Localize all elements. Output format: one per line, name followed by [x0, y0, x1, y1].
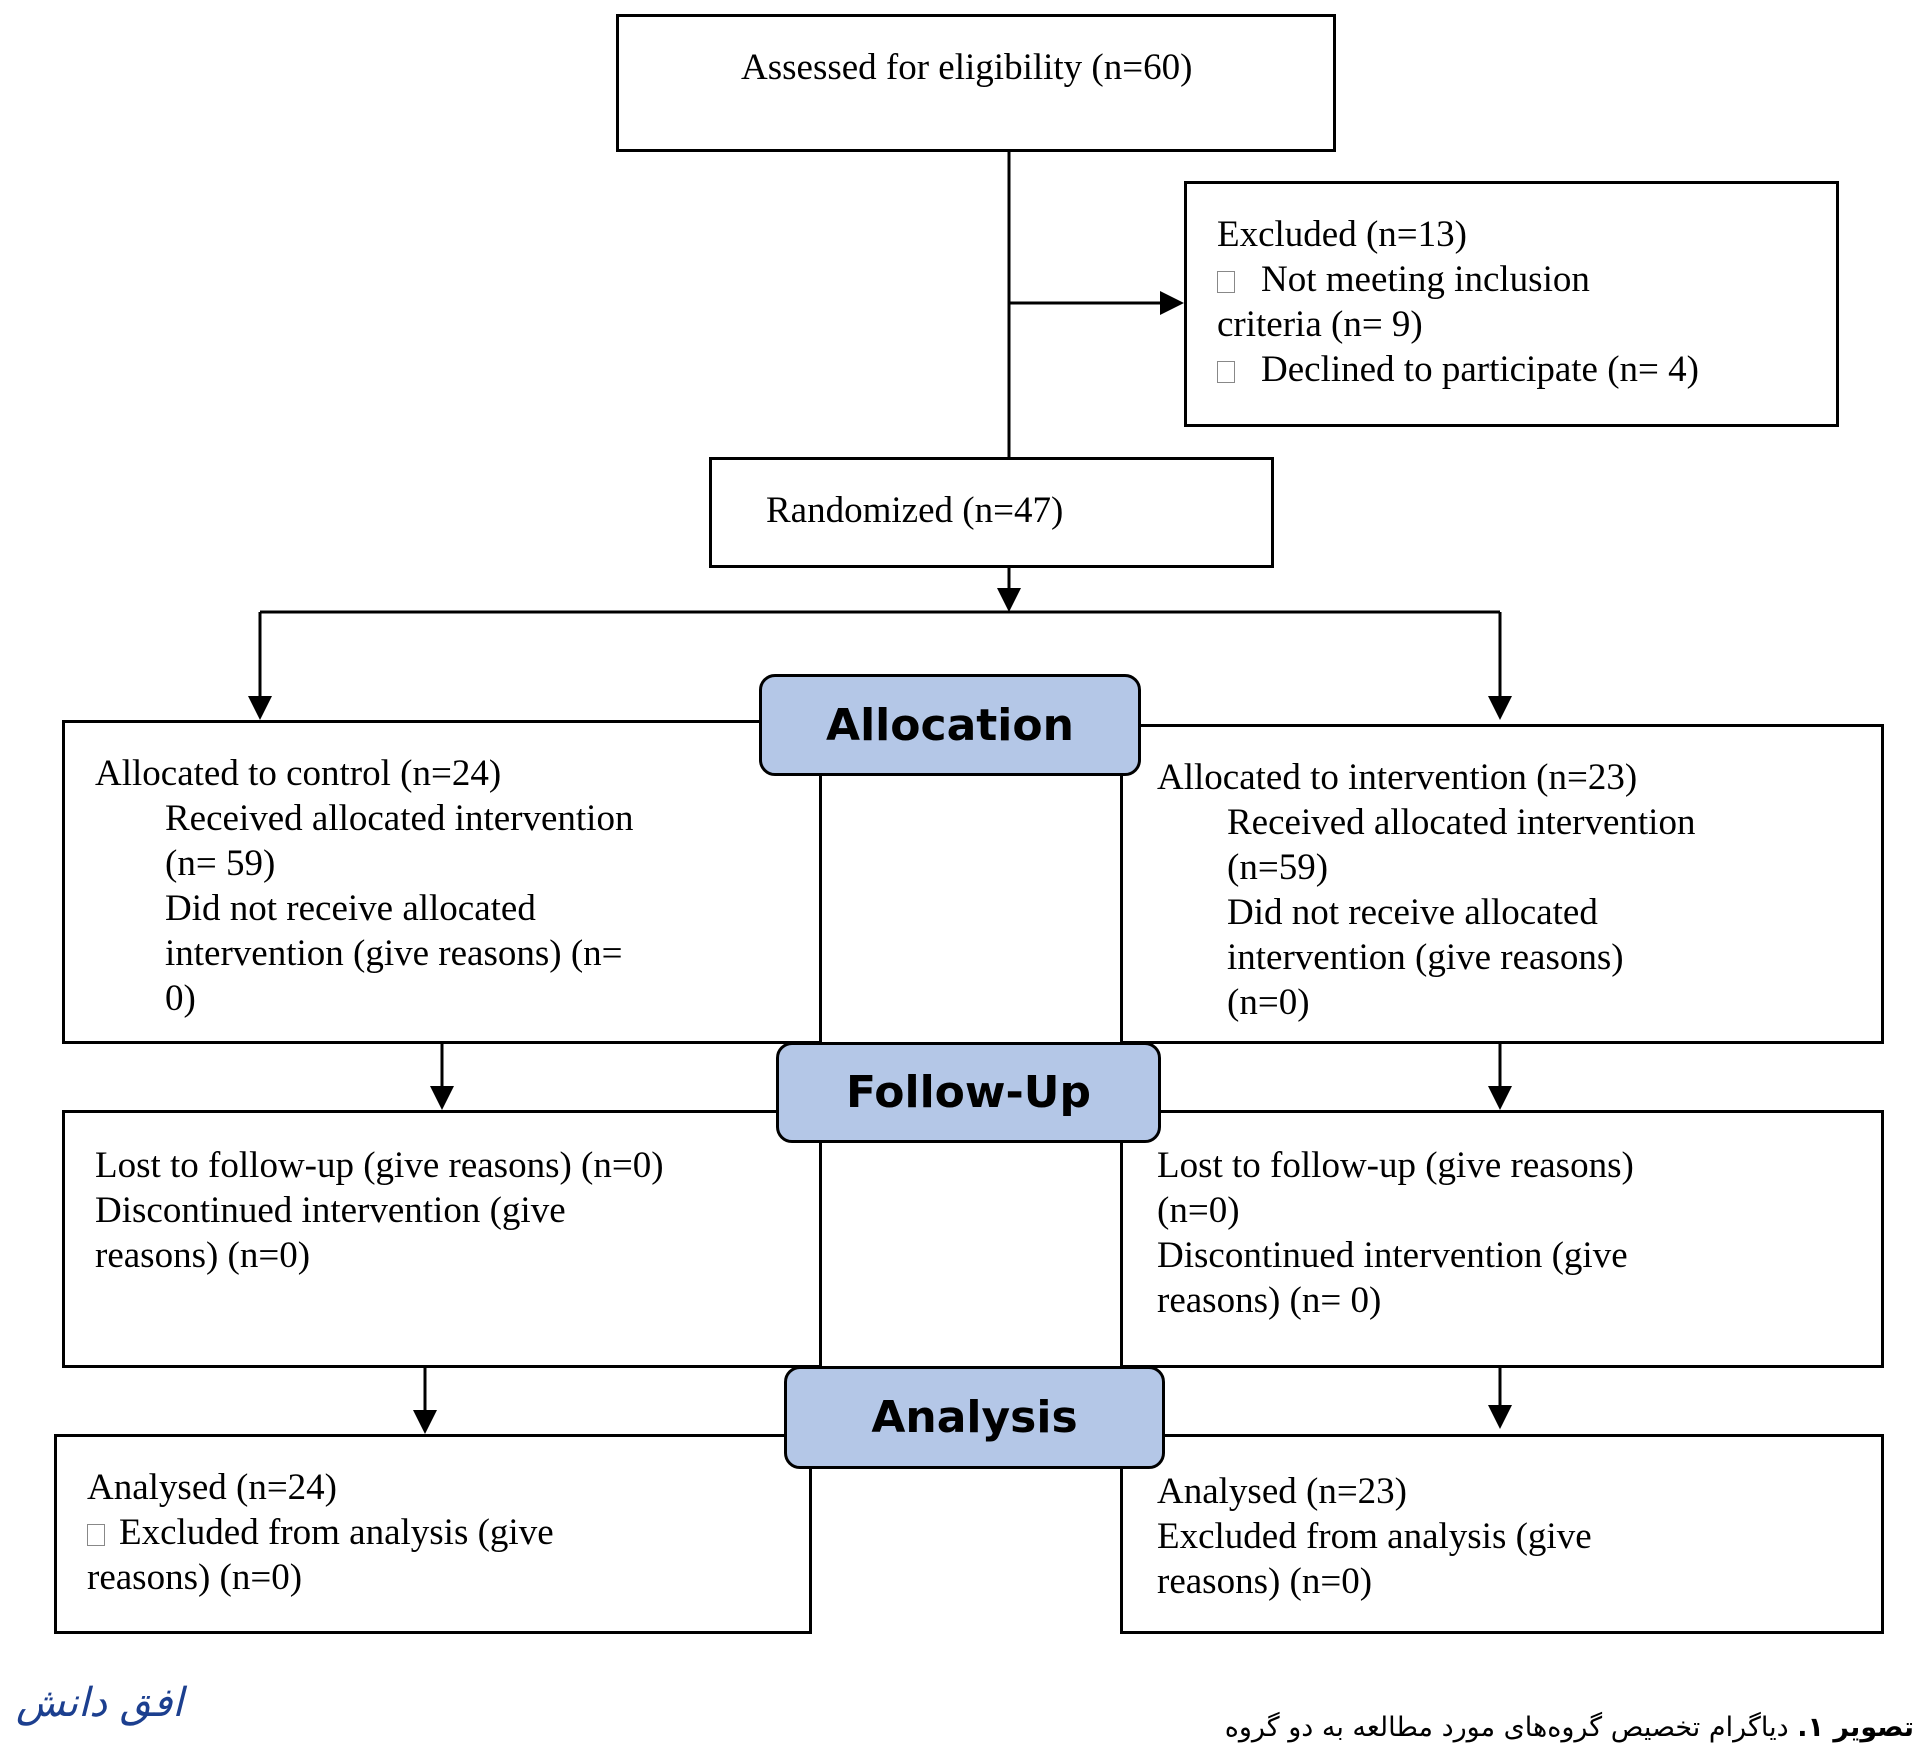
- received-intervention-control: Received allocated intervention: [165, 798, 634, 839]
- stage-analysis: Analysis: [784, 1366, 1165, 1469]
- figure-caption-label: تصویر ۱.: [1797, 1712, 1914, 1743]
- eligibility-box: Assessed for eligibility (n=60): [616, 14, 1336, 152]
- excluded-reason-declined: Declined to participate (n= 4): [1217, 347, 1836, 392]
- allocated-control: Allocated to control (n=24): [95, 753, 502, 794]
- analysed-intervention: Analysed (n=23): [1157, 1471, 1408, 1512]
- checkbox-icon: [1217, 361, 1235, 383]
- discontinued-control: Discontinued intervention (give: [95, 1190, 566, 1231]
- eligibility-text: Assessed for eligibility (n=60): [741, 47, 1193, 88]
- excluded-analysis-count-control: reasons) (n=0): [87, 1557, 303, 1598]
- stage-followup: Follow-Up: [776, 1042, 1161, 1143]
- discontinued-count-intervention: reasons) (n= 0): [1157, 1280, 1382, 1321]
- arrowhead-alloc-intervention: [1488, 696, 1512, 720]
- allocation-intervention-box: Allocated to intervention (n=23) Receive…: [1120, 724, 1884, 1044]
- received-count-control: (n= 59): [165, 843, 276, 884]
- randomized-box: Randomized (n=47): [709, 457, 1274, 568]
- discontinued-intervention: Discontinued intervention (give: [1157, 1235, 1628, 1276]
- allocation-control-box: Allocated to control (n=24) Received all…: [62, 720, 822, 1044]
- excluded-title: Excluded (n=13): [1217, 214, 1467, 255]
- allocated-intervention: Allocated to intervention (n=23): [1157, 757, 1638, 798]
- received-count-intervention: (n=59): [1227, 847, 1329, 888]
- lost-followup-count-intervention: (n=0): [1157, 1190, 1240, 1231]
- arrowhead-analysis-control: [413, 1410, 437, 1434]
- randomized-text: Randomized (n=47): [766, 490, 1064, 531]
- excluded-box: Excluded (n=13) Not meeting inclusion cr…: [1184, 181, 1839, 427]
- arrowhead-analysis-intervention: [1488, 1405, 1512, 1429]
- lost-followup-control: Lost to follow-up (give reasons) (n=0): [95, 1145, 664, 1186]
- figure-caption: تصویر ۱. دیاگرام تخصیص گروه‌های مورد مطا…: [1225, 1712, 1914, 1743]
- excluded-reason-not-meeting-count: criteria (n= 9): [1217, 304, 1423, 345]
- excluded-analysis-count-intervention: reasons) (n=0): [1157, 1561, 1373, 1602]
- arrowhead-follow-control: [430, 1086, 454, 1110]
- stage-allocation: Allocation: [759, 674, 1141, 776]
- lost-followup-intervention: Lost to follow-up (give reasons): [1157, 1145, 1634, 1186]
- received-intervention-intervention: Received allocated intervention: [1227, 802, 1696, 843]
- checkbox-icon: [1217, 271, 1235, 293]
- followup-control-box: Lost to follow-up (give reasons) (n=0) D…: [62, 1110, 822, 1368]
- publisher-logo: افق دانش: [16, 1680, 184, 1726]
- analysis-intervention-box: Analysed (n=23) Excluded from analysis (…: [1120, 1434, 1884, 1634]
- arrowhead-randomized: [997, 588, 1021, 612]
- excluded-analysis-intervention: Excluded from analysis (give: [1157, 1516, 1592, 1557]
- followup-intervention-box: Lost to follow-up (give reasons) (n=0) D…: [1120, 1110, 1884, 1368]
- not-received-count-intervention: (n=0): [1227, 982, 1310, 1023]
- not-received-reasons-control: intervention (give reasons) (n=: [165, 933, 623, 974]
- not-received-control: Did not receive allocated: [165, 888, 536, 929]
- arrowhead-follow-intervention: [1488, 1086, 1512, 1110]
- excluded-analysis-control: Excluded from analysis (give: [87, 1510, 809, 1555]
- checkbox-icon: [87, 1524, 105, 1546]
- analysis-control-box: Analysed (n=24) Excluded from analysis (…: [54, 1434, 812, 1634]
- not-received-count-control: 0): [165, 978, 196, 1019]
- arrowhead-alloc-control: [248, 696, 272, 720]
- excluded-reason-not-meeting: Not meeting inclusion: [1217, 257, 1836, 302]
- arrowhead-excluded: [1160, 291, 1184, 315]
- discontinued-count-control: reasons) (n=0): [95, 1235, 311, 1276]
- not-received-reasons-intervention: intervention (give reasons): [1227, 937, 1624, 978]
- not-received-intervention: Did not receive allocated: [1227, 892, 1598, 933]
- figure-caption-text: دیاگرام تخصیص گروه‌های مورد مطالعه به دو…: [1224, 1712, 1798, 1743]
- analysed-control: Analysed (n=24): [87, 1467, 338, 1508]
